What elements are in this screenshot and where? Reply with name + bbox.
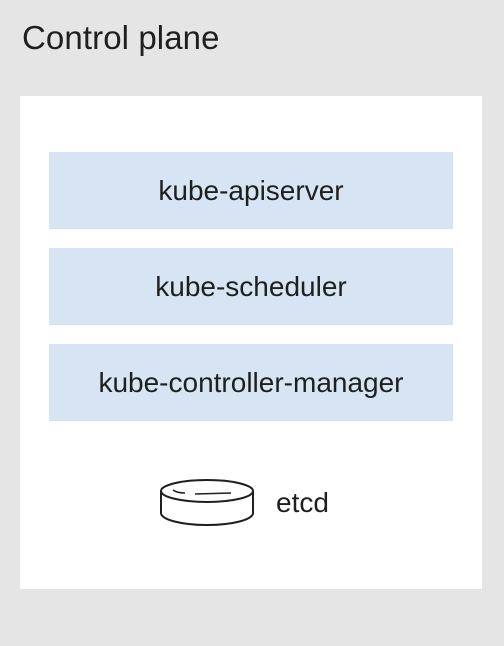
component-kube-scheduler: kube-scheduler <box>49 248 453 325</box>
control-plane-panel: kube-apiserver kube-scheduler kube-contr… <box>20 96 482 589</box>
database-cylinder-icon <box>160 479 254 526</box>
component-kube-apiserver: kube-apiserver <box>49 152 453 229</box>
component-kube-controller-manager: kube-controller-manager <box>49 344 453 421</box>
diagram-title: Control plane <box>22 19 220 56</box>
etcd-label: etcd <box>276 487 329 518</box>
